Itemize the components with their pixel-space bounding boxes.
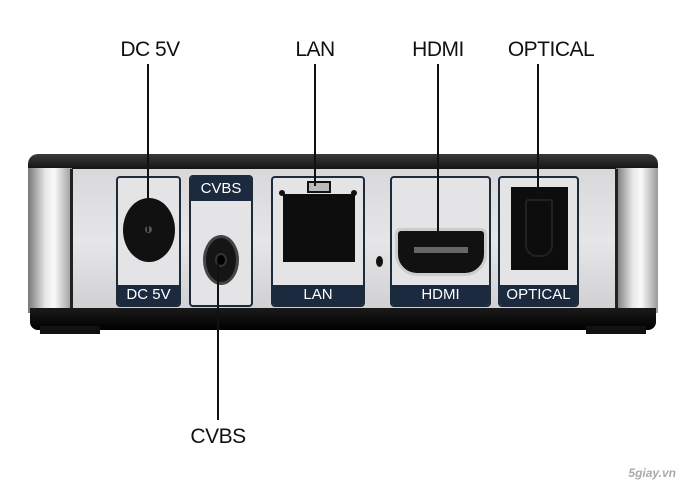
hdmi-callout-label: HDMI [412,38,464,61]
lan-latch [307,181,331,193]
device-foot [40,326,100,334]
dc-panel-label: DC 5V [118,285,179,305]
lan-callout-label: LAN [295,38,335,61]
cvbs-port-box: CVBS [189,175,253,307]
lan-port-box: LAN [271,176,365,307]
optical-callout-label: OPTICAL [507,38,595,61]
device-base [30,308,656,330]
cvbs-panel-label: CVBS [191,177,251,201]
device-right-cap [616,168,658,313]
cvbs-callout-label: CVBS [190,425,246,448]
cvbs-callout-line [217,262,219,420]
optical-panel-label: OPTICAL [500,285,577,305]
toslink-socket [511,187,568,270]
optical-callout-line [537,64,539,194]
led-icon [279,190,285,196]
watermark: 5giay.vn [628,466,676,480]
led-icon [351,190,357,196]
lan-callout-line [314,64,316,186]
rj45-socket [283,194,355,262]
device-foot [586,326,646,334]
device-left-cap [28,168,72,313]
dc-jack [123,198,175,262]
lan-panel-label: LAN [273,285,363,305]
hdmi-socket [395,228,487,276]
hdmi-panel-label: HDMI [392,285,489,305]
hdmi-callout-line [437,64,439,242]
device-top-rim [28,154,658,172]
optical-port-box: OPTICAL [498,176,579,307]
dc-callout-line [147,64,149,232]
indicator-led-icon [376,256,383,267]
dc-callout-label: DC 5V [120,38,180,61]
cvbs-jack [203,235,239,285]
hdmi-port-box: HDMI [390,176,491,307]
